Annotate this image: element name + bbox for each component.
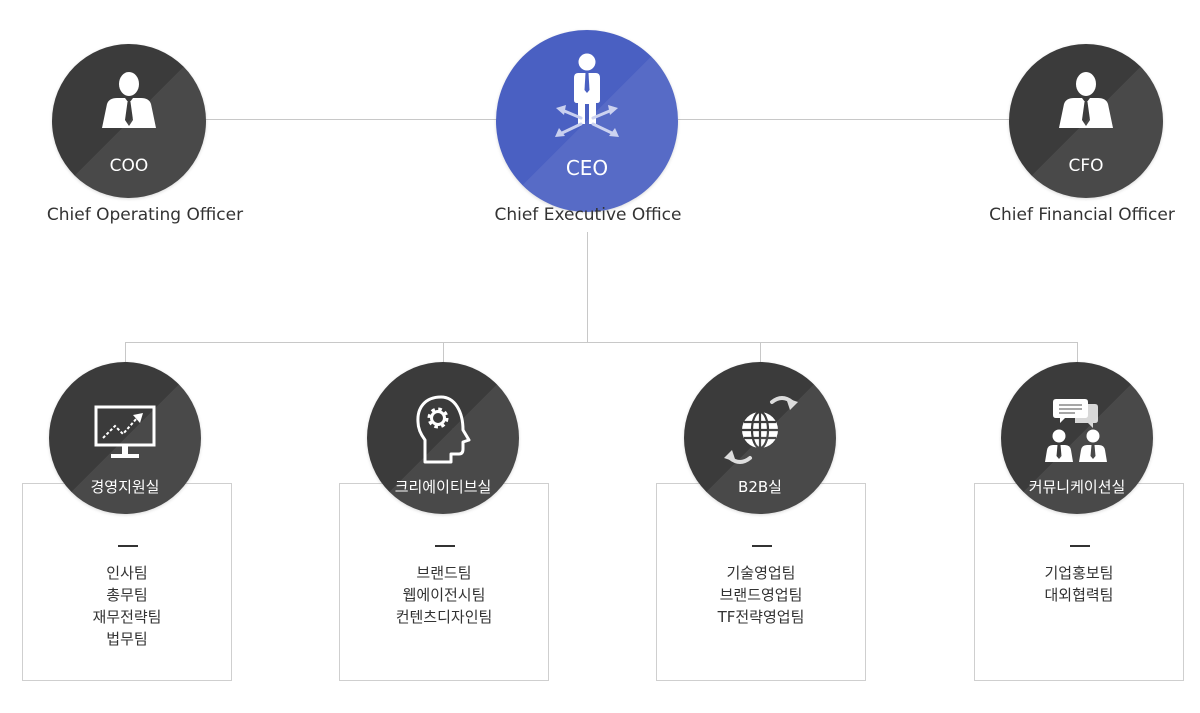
people-chat-icon	[1045, 399, 1107, 462]
team-item: 웹에이전시팀	[402, 586, 486, 604]
team-list: 기술영업팀 브랜드영업팀 TF전략영업팀	[657, 562, 865, 628]
globe-arrows-icon	[724, 396, 798, 464]
connector-drop-2	[443, 342, 444, 376]
department-box-4: 기업홍보팀 대외협력팀	[974, 483, 1184, 681]
team-item: 재무전략팀	[92, 608, 162, 626]
head-gear-icon	[416, 395, 471, 464]
coo-node: COO	[52, 44, 206, 198]
team-item: 기술영업팀	[726, 564, 796, 582]
team-item: 기업홍보팀	[1044, 564, 1114, 582]
department-box-2: 브랜드팀 웹에이전시팀 컨텐츠디자인팀	[339, 483, 549, 681]
divider-dash	[1070, 545, 1090, 547]
department-box-3: 기술영업팀 브랜드영업팀 TF전략영업팀	[656, 483, 866, 681]
department-node-3: B2B실	[684, 362, 836, 514]
divider-dash	[752, 545, 772, 547]
department-label-2: 크리에이티브실	[394, 478, 492, 496]
coo-label: COO	[109, 156, 149, 176]
department-label-3: B2B실	[738, 478, 782, 496]
presentation-chart-icon	[94, 405, 156, 458]
ceo-label: CEO	[565, 156, 609, 180]
ceo-node: CEO	[496, 30, 678, 212]
team-list: 기업홍보팀 대외협력팀	[975, 562, 1183, 606]
divider-dash	[118, 545, 138, 547]
businessman-icon	[102, 72, 156, 128]
cfo-label: CFO	[1068, 156, 1104, 176]
team-list: 인사팀 총무팀 재무전략팀 법무팀	[23, 562, 231, 650]
team-item: TF전략영업팀	[717, 608, 805, 626]
department-box-1: 인사팀 총무팀 재무전략팀 법무팀	[22, 483, 232, 681]
connector-coo-ceo	[205, 119, 498, 120]
connector-ceo-trunk	[587, 232, 588, 342]
team-item: 법무팀	[106, 630, 148, 648]
team-list: 브랜드팀 웹에이전시팀 컨텐츠디자인팀	[340, 562, 548, 628]
divider-dash	[435, 545, 455, 547]
team-item: 총무팀	[106, 586, 148, 604]
department-node-1: 경영지원실	[49, 362, 201, 514]
connector-drop-1	[125, 342, 126, 376]
department-label-4: 커뮤니케이션실	[1028, 478, 1126, 496]
coo-title: Chief Operating Officer	[46, 205, 244, 225]
businessman-icon	[1059, 72, 1113, 128]
team-item: 브랜드팀	[416, 564, 472, 582]
connector-branch-horizontal	[125, 342, 1077, 343]
department-label-1: 경영지원실	[90, 478, 160, 496]
department-node-2: 크리에이티브실	[367, 362, 519, 514]
team-item: 인사팀	[106, 564, 148, 582]
ceo-figure-arrows-icon	[555, 53, 619, 137]
team-item: 컨텐츠디자인팀	[395, 608, 493, 626]
ceo-title: Chief Executive Office	[494, 205, 682, 225]
cfo-node: CFO	[1009, 44, 1163, 198]
connector-drop-4	[1077, 342, 1078, 376]
connector-drop-3	[760, 342, 761, 376]
department-node-4: 커뮤니케이션실	[1001, 362, 1153, 514]
connector-ceo-cfo	[678, 119, 1011, 120]
team-item: 대외협력팀	[1044, 586, 1114, 604]
cfo-title: Chief Financial Officer	[989, 205, 1175, 225]
team-item: 브랜드영업팀	[719, 586, 803, 604]
